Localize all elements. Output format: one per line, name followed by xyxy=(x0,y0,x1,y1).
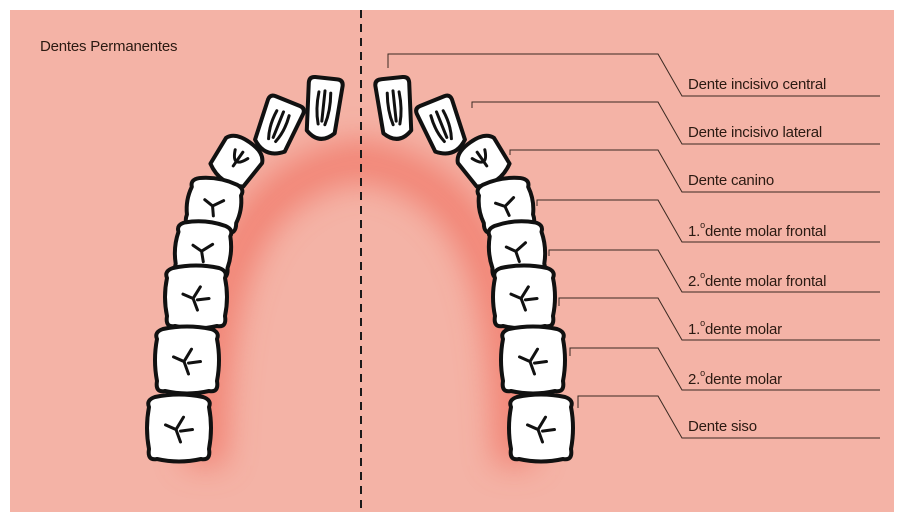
label-text: dente molar xyxy=(705,371,782,388)
label-ordinal: 2. xyxy=(688,273,700,290)
label-text: Dente siso xyxy=(688,418,757,435)
label-text: dente molar xyxy=(705,321,782,338)
label-ordinal-indicator: o xyxy=(700,220,705,230)
tooth-right-wisdom-tooth xyxy=(509,395,573,462)
label-ordinal-indicator: o xyxy=(700,270,705,280)
tooth-left-first-molar xyxy=(165,266,227,329)
label-ordinal: 2. xyxy=(688,371,700,388)
label-first-premolar: 1.odente molar frontal xyxy=(688,222,826,240)
label-text: Dente incisivo lateral xyxy=(688,124,822,141)
label-text: Dente incisivo central xyxy=(688,76,826,93)
label-ordinal: 1. xyxy=(688,321,700,338)
label-central-incisor: Dente incisivo central xyxy=(688,76,826,93)
label-canine: Dente canino xyxy=(688,172,774,189)
tooth-left-wisdom-tooth xyxy=(147,395,211,462)
tooth-right-second-molar xyxy=(501,327,565,394)
label-lateral-incisor: Dente incisivo lateral xyxy=(688,124,822,141)
label-ordinal-indicator: o xyxy=(700,368,705,378)
label-ordinal-indicator: o xyxy=(700,318,705,328)
label-first-molar: 1.odente molar xyxy=(688,320,782,338)
label-second-premolar: 2.odente molar frontal xyxy=(688,272,826,290)
tooth-left-second-molar xyxy=(155,327,219,394)
label-ordinal: 1. xyxy=(688,223,700,240)
label-text: dente molar frontal xyxy=(705,223,826,240)
label-text: dente molar frontal xyxy=(705,273,826,290)
diagram-title: Dentes Permanentes xyxy=(40,38,177,55)
tooth-right-first-molar xyxy=(493,266,555,329)
label-text: Dente canino xyxy=(688,172,774,189)
label-wisdom-tooth: Dente siso xyxy=(688,418,757,435)
label-second-molar: 2.odente molar xyxy=(688,370,782,388)
